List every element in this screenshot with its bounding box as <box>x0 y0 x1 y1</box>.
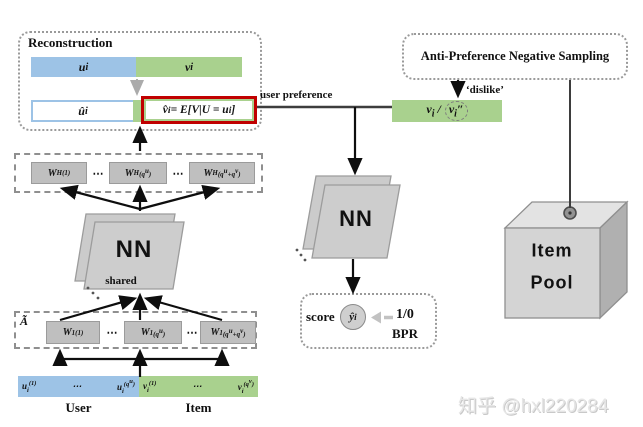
item-pool-connector-dot <box>568 211 572 215</box>
shared-nn-ellipsis-dot <box>91 291 95 295</box>
predictor-nn-ellipsis-dot <box>295 248 299 252</box>
bpr-label: BPR <box>392 326 418 341</box>
watermark: 知乎 @hxl220284 <box>458 396 609 417</box>
item-pool-label-line2: Pool <box>530 272 574 293</box>
shared-label: shared <box>105 275 137 287</box>
input-user-cell-1: ui(1) <box>22 379 37 394</box>
user-preference-label: user preference <box>260 89 333 101</box>
predictor-nn-label: NN <box>339 206 373 231</box>
item-pool-label-line1: Item <box>531 240 573 261</box>
user-caption: User <box>65 400 92 415</box>
adjacency-weights-box <box>14 311 257 349</box>
shared-nn-front-sheet <box>83 221 185 290</box>
adjacency-matrix-label: Ã <box>20 314 29 328</box>
input-user-dots: ⋯ <box>72 381 82 391</box>
decoder-dots-1: ⋯ <box>92 167 104 180</box>
shared-nn-ellipsis-dot <box>86 286 90 290</box>
score-label: score <box>306 309 335 324</box>
dislike-label: ‘dislike’ <box>466 84 504 96</box>
predictor-nn-front-sheet <box>311 184 401 259</box>
shared-nn-label: NN <box>115 236 153 263</box>
anti-preference-sampling-box: Anti-Preference Negative Sampling <box>402 33 628 80</box>
predictor-nn-ellipsis-dot <box>303 258 307 262</box>
green-sliver <box>133 100 143 122</box>
input-item-segment: vi(1) ⋯ vi(qv) <box>139 376 258 397</box>
negative-item-label: vi″ <box>444 101 468 121</box>
shared-nn-ellipsis-dot <box>96 296 100 300</box>
item-caption: Item <box>185 400 212 415</box>
input-user-cell-q: ui(qu) <box>116 378 135 395</box>
adjacency-dots-1: ⋯ <box>106 327 118 339</box>
predictor-nn-ellipsis-dot <box>299 253 303 257</box>
decoder-dots-2: ⋯ <box>172 167 184 180</box>
target-label: 1/0 <box>396 307 414 322</box>
sampled-item-box: vi / vi″ <box>392 100 502 122</box>
input-user-segment: ui(1) ⋯ ui(qu) <box>18 376 139 397</box>
adjacency-dots-2: ⋯ <box>186 327 198 339</box>
score-bpr-box <box>300 293 437 349</box>
item-pool-cube-front <box>504 227 601 319</box>
reconstruction-title: Reconstruction <box>28 35 113 50</box>
input-item-dots: ⋯ <box>192 381 202 391</box>
input-item-cell-q: vi(qv) <box>237 378 254 395</box>
positive-item-label: vi / <box>426 102 441 120</box>
input-item-cell-1: vi(1) <box>143 379 157 394</box>
